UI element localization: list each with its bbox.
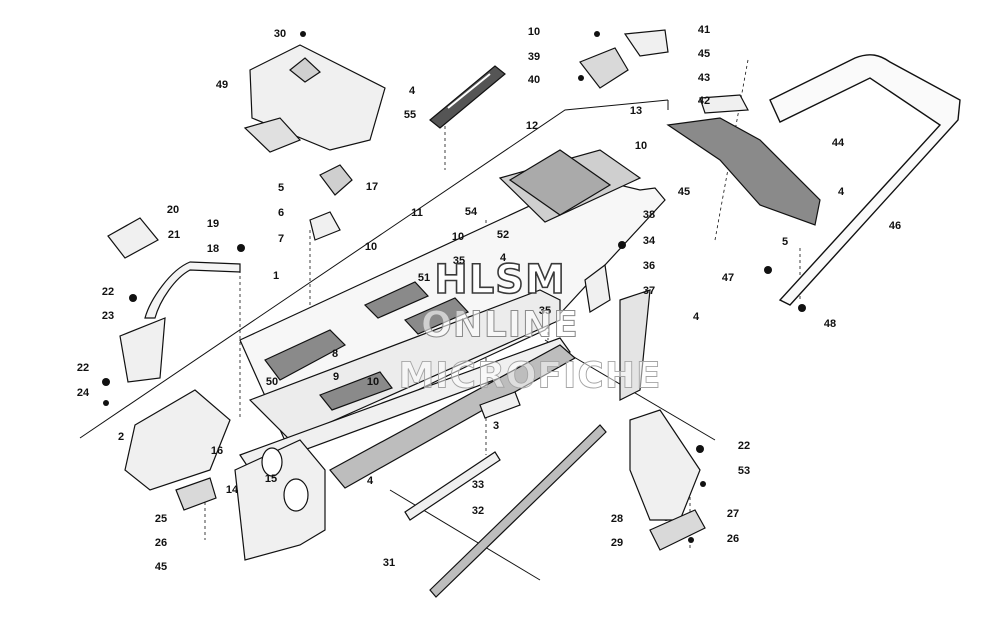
callout-label: 54 [464,206,478,218]
callout-label: 38 [642,209,656,221]
callout-label: 3 [492,420,500,432]
callout-label: 29 [610,537,624,549]
side-rail-part [239,337,577,489]
callout-label: 14 [225,484,239,496]
callout-label: 53 [737,465,751,477]
mud-flap-part [508,149,612,216]
callout-label: 10 [451,231,465,243]
callout-label: 36 [642,260,656,272]
callout-label: 44 [831,137,845,149]
callout-label: 22 [737,440,751,452]
front-bracket-part [124,389,231,491]
callout-label: 51 [417,272,431,284]
callout-label: 27 [726,508,740,520]
cross-rods-part [404,424,607,598]
callout-label: 21 [167,229,181,241]
callout-label: 15 [264,473,278,485]
callout-label: 33 [471,479,485,491]
rear-flap-part [666,94,821,226]
callout-label: 2 [117,431,125,443]
callout-label: 43 [697,72,711,84]
callout-label: 26 [154,537,168,549]
callout-label: 42 [697,95,711,107]
callout-label: 24 [76,387,90,399]
callout-label: 30 [273,28,287,40]
rear-bracket-parts [584,263,651,401]
callout-label: 7 [277,233,285,245]
callout-label: 10 [364,241,378,253]
callout-label: 37 [642,285,656,297]
callout-label: 10 [366,376,380,388]
callout-label: 28 [610,513,624,525]
callout-label: 45 [697,48,711,60]
callout-label: 4 [366,475,374,487]
callout-label: 31 [382,557,396,569]
callout-label: 50 [265,376,279,388]
callout-label: 32 [471,505,485,517]
callout-label: 1 [272,270,280,282]
callout-label: 4 [692,311,700,323]
callout-label: 13 [629,105,643,117]
callout-label: 22 [76,362,90,374]
callout-label: 25 [154,513,168,525]
callout-label: 35 [538,305,552,317]
mount-parts [309,164,353,241]
callout-label: 6 [277,207,285,219]
callout-label: 5 [277,182,285,194]
callout-label: 39 [527,51,541,63]
strut-part [479,391,521,419]
callout-label: 4 [408,85,416,97]
step-pad-part [629,409,706,551]
callout-label: 46 [888,220,902,232]
callout-label: 22 [101,286,115,298]
callout-label: 17 [365,181,379,193]
callout-label: 48 [823,318,837,330]
callout-label: 34 [642,235,656,247]
callout-label: 20 [166,204,180,216]
callout-label: 52 [496,229,510,241]
rear-bumper-part [769,54,961,306]
callout-label: 8 [331,348,339,360]
front-plate-part [234,439,326,561]
callout-label: 4 [837,186,845,198]
bumper-pad-part [175,477,217,511]
callout-label: 49 [215,79,229,91]
step-part [429,65,506,129]
seat-bag-part [243,44,386,153]
grab-handle-part [144,261,241,319]
top-bracket-part [579,29,669,89]
callout-label: 41 [697,24,711,36]
cover-part [107,217,159,259]
callout-label: 4 [499,252,507,264]
callout-label: 19 [206,218,220,230]
side-bracket-part [119,317,166,383]
callout-label: 45 [154,561,168,573]
callout-label: 40 [527,74,541,86]
callout-label: 55 [403,109,417,121]
callout-label: 26 [726,533,740,545]
callout-label: 5 [781,236,789,248]
callout-label: 35 [452,255,466,267]
callout-label: 23 [101,310,115,322]
hardware-fasteners [102,31,806,543]
callout-label: 9 [332,371,340,383]
callout-label: 11 [411,207,423,219]
callout-label: 10 [634,140,648,152]
callout-label: 18 [206,243,220,255]
callout-label: 12 [525,120,539,132]
callout-label: 47 [721,272,735,284]
callout-label: 10 [527,26,541,38]
callout-label: 16 [210,445,224,457]
callout-label: 45 [677,186,691,198]
